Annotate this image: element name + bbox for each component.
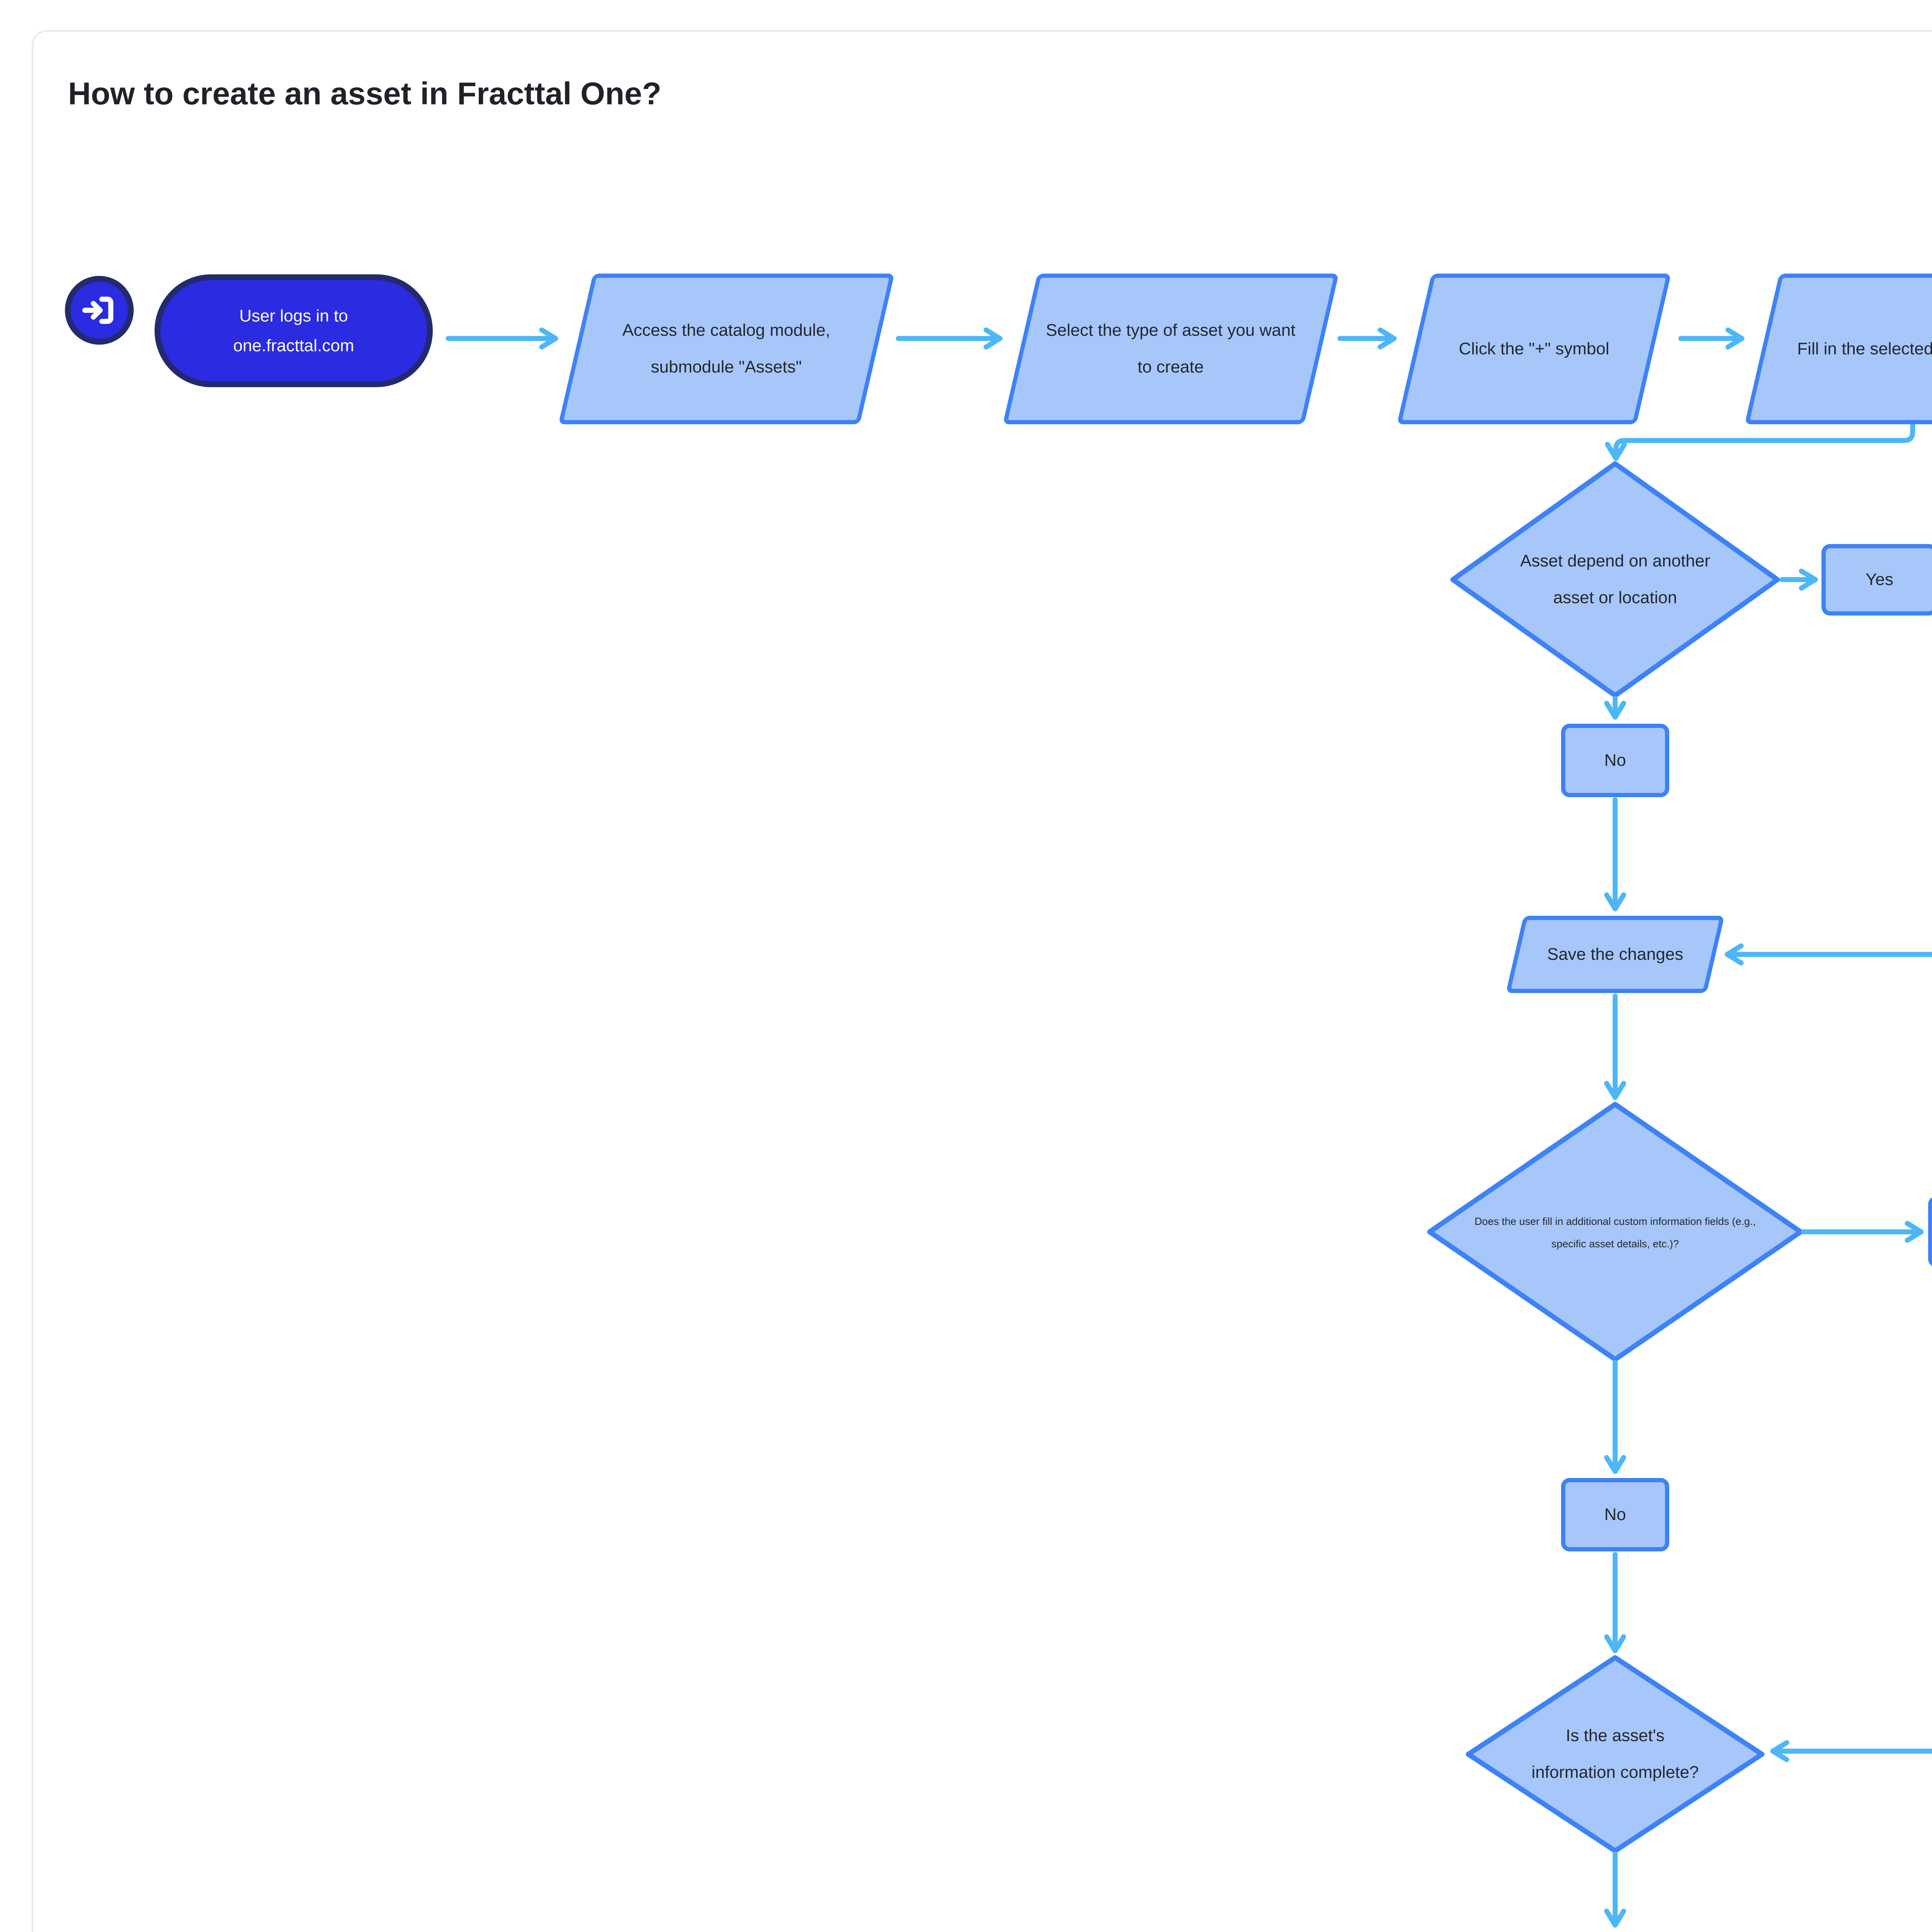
node-select-type: Select the type of asset you want to cre… bbox=[1002, 274, 1339, 424]
diamond-depend bbox=[1450, 461, 1780, 698]
node-complete-question-label: Is the asset's information complete? bbox=[1531, 1726, 1699, 1782]
node-click-plus-label: Click the "+" symbol bbox=[1459, 339, 1609, 358]
start-node bbox=[65, 276, 134, 345]
diamond-complete bbox=[1466, 1655, 1765, 1854]
diamond-custom-fields bbox=[1427, 1102, 1803, 1362]
node-login: User logs in to one.fracttal.com bbox=[155, 274, 433, 387]
decision-diamonds bbox=[1427, 461, 1803, 1854]
node-save-1: Save the changes bbox=[1505, 916, 1725, 993]
node-custom-fields-question-label: Does the user fill in additional custom … bbox=[1475, 1215, 1756, 1250]
node-no-1: No bbox=[1561, 724, 1669, 797]
node-login-label: User logs in to one.fracttal.com bbox=[233, 306, 354, 355]
node-no-2: No bbox=[1561, 1478, 1669, 1551]
node-click-plus: Click the "+" symbol bbox=[1396, 274, 1672, 424]
connectors bbox=[446, 327, 1932, 1928]
node-fill-data-label: Fill in the selected asset's data bbox=[1797, 339, 1932, 358]
node-depend-question-label: Asset depend on another asset or locatio… bbox=[1520, 551, 1710, 607]
node-yes-2: Yes bbox=[1928, 1196, 1932, 1267]
node-yes-1: Yes bbox=[1821, 544, 1932, 616]
node-access-catalog-label: Access the catalog module, submodule "As… bbox=[622, 321, 831, 376]
node-access-catalog: Access the catalog module, submodule "As… bbox=[558, 274, 895, 424]
node-save-1-label: Save the changes bbox=[1547, 944, 1684, 964]
page-title: How to create an asset in Fracttal One? bbox=[68, 76, 662, 111]
login-icon bbox=[82, 296, 114, 324]
node-select-type-label: Select the type of asset you want to cre… bbox=[1046, 321, 1296, 376]
